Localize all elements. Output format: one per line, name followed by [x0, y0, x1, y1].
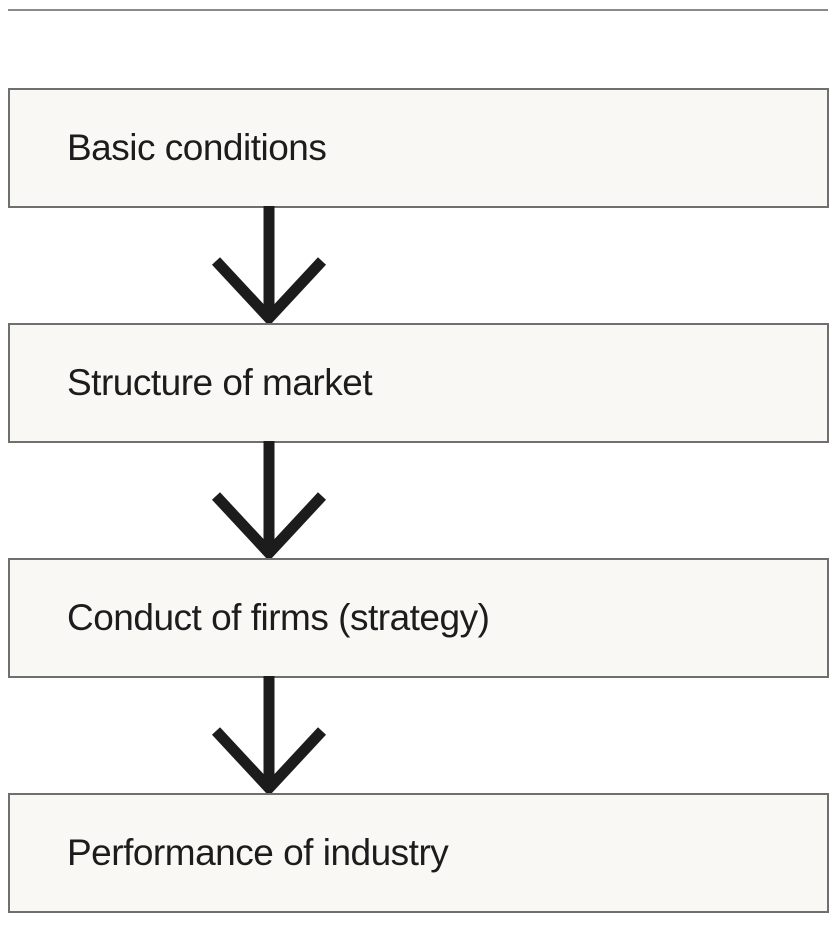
down-arrow-icon — [211, 676, 327, 797]
box-label: Performance of industry — [67, 832, 449, 873]
box-performance-of-industry: Performance of industry — [8, 793, 829, 913]
box-conduct-of-firms: Conduct of firms (strategy) — [8, 558, 829, 678]
flow-arrow — [8, 441, 829, 562]
box-label: Structure of market — [67, 362, 373, 403]
box-basic-conditions: Basic conditions — [8, 88, 829, 208]
flow-arrow — [8, 676, 829, 797]
box-label: Basic conditions — [67, 127, 327, 168]
flow-arrow — [8, 206, 829, 327]
down-arrow-icon — [211, 206, 327, 327]
box-label: Conduct of firms (strategy) — [67, 597, 490, 638]
box-structure-of-market: Structure of market — [8, 323, 829, 443]
down-arrow-icon — [211, 441, 327, 562]
top-divider — [8, 9, 828, 11]
flow-diagram: Basic conditions Structure of market Con… — [8, 88, 829, 913]
